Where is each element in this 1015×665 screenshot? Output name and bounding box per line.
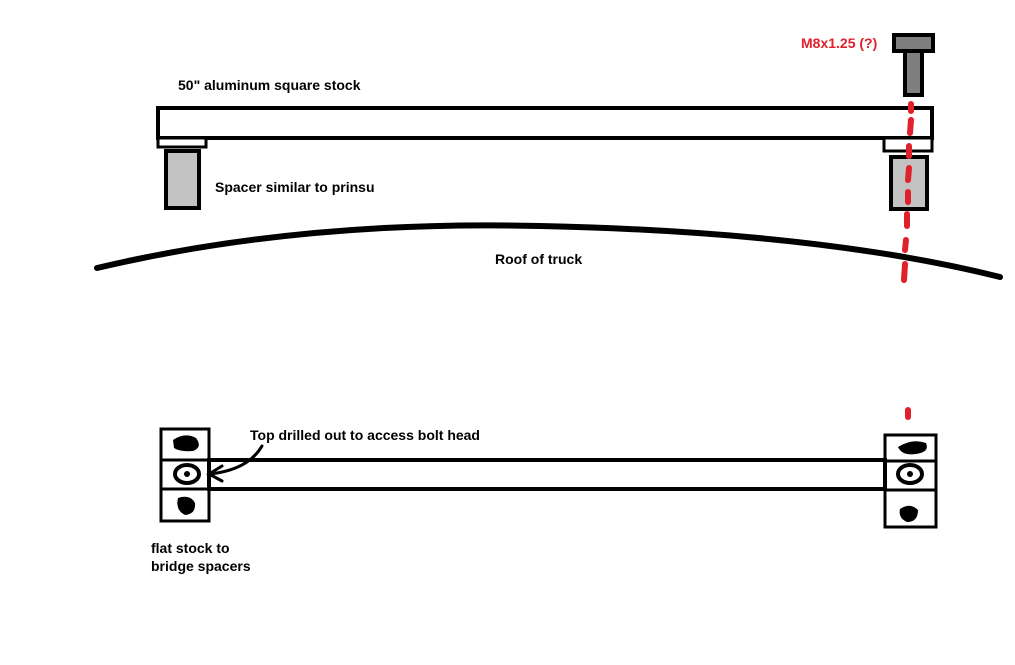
left-flat-stock-side (156, 136, 208, 149)
side-view (94, 33, 1003, 420)
right-bottom-foot (899, 505, 918, 522)
truck-roof-curve (94, 222, 1003, 280)
right-bolt-center (907, 471, 913, 477)
bolt-axis-dashes (901, 101, 914, 420)
bolt-shank (903, 49, 924, 97)
bolt-head (892, 33, 935, 53)
roof-label: Roof of truck (495, 251, 583, 267)
top-drilled-label: Top drilled out to access bolt head (250, 427, 480, 443)
callout-arrow (205, 444, 264, 483)
bolt-label: M8x1.25 (?) (801, 35, 878, 51)
left-spacer (164, 149, 201, 210)
top-view (159, 427, 938, 529)
right-top-foot (898, 441, 927, 455)
square-stock-top-view (207, 458, 887, 491)
square-stock-bar (156, 106, 934, 140)
left-top-foot (173, 435, 199, 452)
spacer-label: Spacer similar to prinsu (215, 179, 375, 195)
square-stock-label: 50" aluminum square stock (178, 77, 361, 93)
flat-stock-label: flat stock to bridge spacers (151, 540, 251, 574)
left-bolt-center (184, 471, 190, 477)
left-bottom-foot (177, 496, 196, 515)
